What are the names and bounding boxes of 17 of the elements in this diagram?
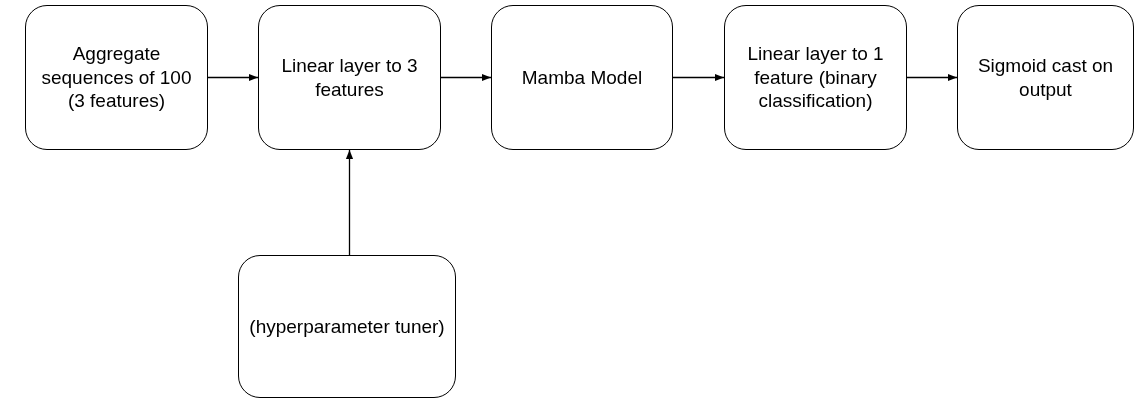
box-label: (hyperparameter tuner) bbox=[249, 314, 445, 339]
process-box bbox=[724, 5, 907, 150]
process-box bbox=[957, 5, 1134, 150]
arrow bbox=[906, 73, 958, 82]
process-box bbox=[258, 5, 441, 150]
process-box bbox=[25, 5, 208, 150]
process-box bbox=[238, 255, 456, 398]
process-box bbox=[491, 5, 673, 150]
arrow bbox=[440, 73, 492, 82]
box-label: Linear layer to 3 features bbox=[280, 53, 419, 102]
arrow bbox=[672, 73, 725, 82]
box-label: Sigmoid cast on output bbox=[976, 53, 1115, 102]
arrow bbox=[345, 149, 354, 256]
box-label: Aggregate sequences of 100 (3 features) bbox=[40, 41, 193, 114]
box-label: Mamba Model bbox=[521, 65, 643, 90]
box-label: Linear layer to 1 feature (binary classification) bbox=[746, 41, 885, 114]
arrow bbox=[207, 73, 259, 82]
